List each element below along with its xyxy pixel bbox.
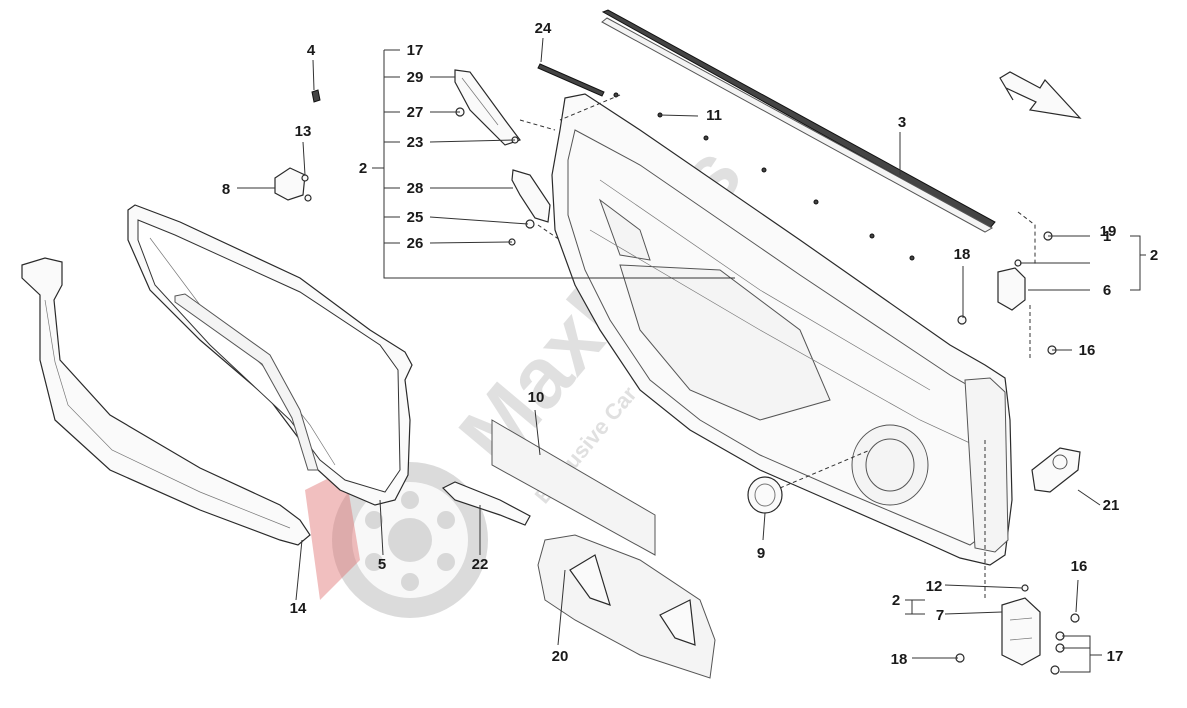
callout-23: 23	[407, 134, 424, 151]
callout-2: 2	[1150, 247, 1158, 264]
callout-4: 4	[307, 42, 316, 59]
callout-17: 17	[1107, 648, 1124, 665]
part-small-bracket	[274, 167, 306, 201]
callout-29: 29	[407, 69, 424, 86]
callout-3: 3	[898, 114, 906, 131]
callout-7: 7	[936, 607, 944, 624]
callout-2: 2	[359, 160, 367, 177]
callout-16: 16	[1079, 342, 1096, 359]
callout-25: 25	[407, 209, 424, 226]
callout-13: 13	[295, 123, 312, 140]
part-grommet	[1031, 447, 1081, 493]
callout-5: 5	[378, 556, 386, 573]
part-insulation-sheet	[491, 419, 656, 556]
callout-14: 14	[290, 600, 307, 617]
callout-labels: 1 2 2 2 3 4 5 6 7 8 9 10 11 12 13 14 16 …	[222, 20, 1158, 668]
part-upper-hinge	[997, 267, 1026, 311]
callout-27: 27	[407, 104, 424, 121]
part-inner-trim	[537, 534, 716, 679]
part-door-seal-outer	[21, 257, 311, 546]
part-round-cap	[747, 476, 783, 514]
callout-10: 10	[528, 389, 545, 406]
part-door-inner-panel	[551, 93, 1013, 566]
callout-22: 22	[472, 556, 489, 573]
callout-1: 1	[1103, 228, 1111, 245]
callout-17: 17	[407, 42, 424, 59]
callout-18: 18	[954, 246, 971, 263]
callout-12: 12	[926, 578, 943, 595]
callout-19: 19	[1100, 223, 1117, 240]
part-small-rod	[537, 63, 605, 97]
part-handle-strip	[441, 481, 531, 526]
callout-8: 8	[222, 181, 230, 198]
callout-21: 21	[1103, 497, 1120, 514]
callout-26: 26	[407, 235, 424, 252]
part-mirror-bracket	[454, 69, 521, 146]
callout-28: 28	[407, 180, 424, 197]
part-hinge-bracket	[511, 169, 551, 223]
part-window-strip-outer	[601, 9, 996, 233]
part-window-channel	[174, 293, 319, 471]
callout-18: 18	[891, 651, 908, 668]
callout-24: 24	[535, 20, 552, 37]
callout-9: 9	[757, 545, 765, 562]
callout-2: 2	[892, 592, 900, 609]
callout-6: 6	[1103, 282, 1111, 299]
callout-16: 16	[1071, 558, 1088, 575]
leader-lines	[237, 37, 1146, 673]
direction-arrow-icon	[999, 71, 1082, 119]
part-lower-hinge	[1001, 597, 1041, 666]
callout-11: 11	[706, 107, 722, 124]
callout-20: 20	[552, 648, 569, 665]
